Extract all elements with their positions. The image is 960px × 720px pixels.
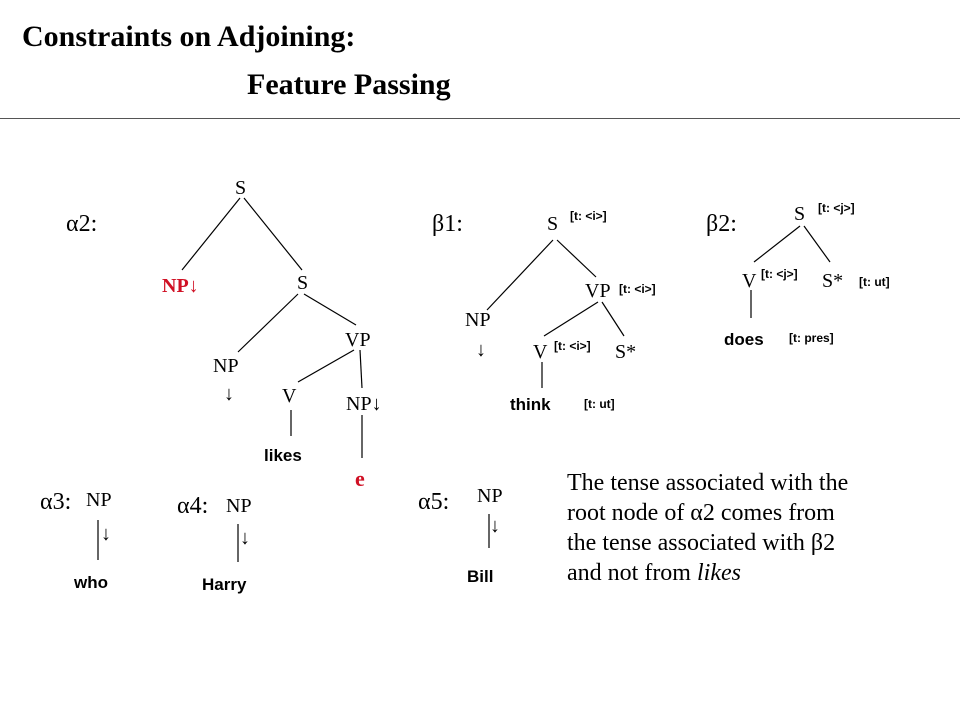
b1-foot-s: S* — [615, 341, 637, 363]
caption-line-2: root node of α2 comes from — [567, 500, 835, 526]
title-line-2: Feature Passing — [247, 68, 451, 101]
a2-v: V — [282, 385, 297, 407]
edge-a2-s-np2 — [237, 293, 299, 353]
tree-label-beta2: β2: — [706, 211, 737, 237]
b2-foot-s: S* — [822, 270, 844, 292]
caption-italic-likes: likes — [696, 560, 741, 586]
a4-np: NP — [226, 495, 252, 517]
down-arrow-icon: ↓ — [101, 523, 111, 545]
b2-foot-feature: [t: ut] — [859, 275, 890, 289]
b1-word-think: think — [510, 395, 551, 414]
edge-b2-s-s — [803, 225, 831, 263]
a2-inner-s: S — [297, 272, 309, 294]
caption-line-4: and not from likes — [567, 560, 741, 586]
caption-line-3: the tense associated with β2 — [567, 530, 836, 556]
title-line-1: Constraints on Adjoining: — [22, 20, 356, 53]
tree-label-alpha2: α2: — [66, 211, 98, 237]
edge-b1-s-vp — [556, 239, 597, 278]
title-divider — [0, 118, 960, 119]
b1-word-feature: [t: ut] — [584, 397, 615, 411]
b2-root-feature: [t: <j>] — [818, 201, 855, 215]
a2-trace-e: e — [355, 466, 365, 491]
a2-np-obj: NP↓ — [346, 393, 382, 415]
down-arrow-icon: ↓ — [224, 383, 234, 405]
a2-word-likes: likes — [264, 446, 302, 465]
a2-np-subst: NP↓ — [162, 275, 199, 297]
down-arrow-icon: ↓ — [188, 275, 199, 297]
b1-v-feature: [t: <i>] — [554, 339, 591, 353]
a3-word-who: who — [74, 573, 108, 592]
edge-a2-vp-np — [359, 349, 363, 389]
edge-a2-s-np — [181, 197, 241, 271]
edge-b1-vp-v — [543, 301, 599, 337]
b1-vp-feature: [t: <i>] — [619, 282, 656, 296]
b2-word-feature: [t: pres] — [789, 331, 834, 345]
explanation-text: The tense associated with the root node … — [567, 468, 947, 588]
edge-a2-s-vp — [303, 293, 357, 326]
b2-root-s: S — [794, 203, 806, 225]
a2-np: NP — [213, 355, 239, 377]
down-arrow-icon: ↓ — [490, 515, 500, 537]
tree-label-beta1: β1: — [432, 211, 463, 237]
down-arrow-icon: ↓ — [240, 527, 250, 549]
a2-vp: VP — [345, 329, 371, 351]
a3-np: NP — [86, 489, 112, 511]
edge-b2-s-v — [753, 225, 801, 263]
a2-root-s: S — [235, 177, 247, 199]
edge-a2-vp-v — [297, 349, 355, 383]
b1-root-s: S — [547, 213, 559, 235]
b1-root-feature: [t: <i>] — [570, 209, 607, 223]
edge-b1-s-np — [486, 239, 554, 311]
caption-line-1: The tense associated with the — [567, 470, 849, 496]
b1-vp: VP — [585, 280, 611, 302]
b1-np: NP — [465, 309, 491, 331]
b2-v-feature: [t: <j>] — [761, 267, 798, 281]
a5-word-bill: Bill — [467, 567, 494, 586]
down-arrow-icon: ↓ — [371, 393, 382, 415]
a4-word-harry: Harry — [202, 575, 247, 594]
edge-a2-s-s — [243, 197, 303, 271]
down-arrow-icon: ↓ — [476, 339, 486, 361]
b1-v: V — [533, 341, 548, 363]
edge-b1-vp-s — [601, 301, 625, 337]
a5-np: NP — [477, 485, 503, 507]
b2-word-does: does — [724, 330, 764, 349]
tree-label-alpha3: α3: — [40, 489, 72, 515]
tree-label-alpha5: α5: — [418, 489, 450, 515]
tree-label-alpha4: α4: — [177, 493, 209, 519]
b2-v: V — [742, 270, 757, 292]
